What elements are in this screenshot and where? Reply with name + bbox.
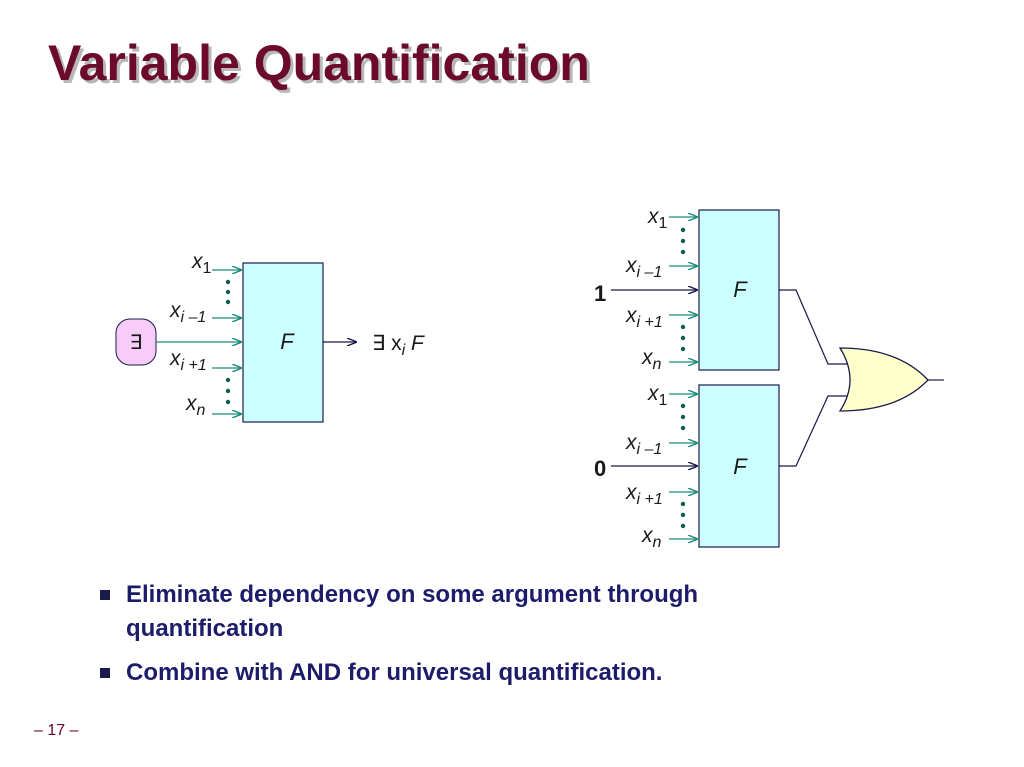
page-number: – 17 –: [34, 722, 79, 739]
left-diagram: ∃ F x1 xi –1 xi +1 xn ∃ xi F: [115, 250, 425, 423]
function-label-top: F: [733, 277, 748, 302]
bullet-square-icon: [100, 668, 110, 678]
bottom-label-x1: x1: [647, 382, 668, 409]
right-diagram: F x1 xi –1 1 xi +1 xn F x1: [594, 205, 944, 551]
input-label-xn: xn: [185, 392, 206, 419]
top-label-xi-plus: xi +1: [625, 304, 663, 331]
function-label: F: [280, 329, 295, 354]
ellipsis-dots-lower: [225, 377, 231, 405]
output-label: ∃ xi F: [372, 332, 425, 359]
exists-symbol: ∃: [130, 332, 143, 354]
bullet-item: Eliminate dependency on some argument th…: [100, 578, 860, 646]
bullet-text: Combine with AND for universal quantific…: [126, 659, 663, 686]
input-label-x1: x1: [191, 250, 212, 277]
function-box-top: [698, 209, 780, 371]
slide-title: Variable Quantification: [48, 35, 590, 91]
wire-bottom-to-gate: [779, 395, 848, 467]
bottom-label-xn: xn: [641, 524, 662, 551]
bullet-list: Eliminate dependency on some argument th…: [100, 578, 860, 700]
top-label-xi-minus: xi –1: [625, 254, 662, 281]
input-label-xi-minus: xi –1: [169, 299, 206, 326]
top-constant: 1: [594, 281, 606, 306]
bottom-dots-lower: [680, 501, 686, 529]
input-label-xi-plus: xi +1: [169, 347, 207, 374]
function-box-bottom: [698, 384, 780, 548]
bullet-square-icon: [100, 590, 110, 600]
ellipsis-dots-upper: [225, 279, 231, 305]
bottom-constant: 0: [594, 456, 606, 481]
title-block: Variable Quantification: [48, 34, 590, 92]
bottom-label-xi-minus: xi –1: [625, 431, 662, 458]
wire-top-to-gate: [779, 289, 848, 365]
top-dots-upper: [680, 227, 686, 255]
top-label-xn: xn: [641, 346, 662, 373]
bullet-text: Eliminate dependency on some argument th…: [126, 581, 699, 642]
bottom-label-xi-plus: xi +1: [625, 481, 663, 508]
function-label-bottom: F: [733, 454, 748, 479]
bullet-item: Combine with AND for universal quantific…: [100, 656, 860, 690]
top-dots-lower: [680, 324, 686, 352]
top-label-x1: x1: [647, 205, 668, 232]
or-gate: [838, 347, 929, 412]
bottom-dots-upper: [680, 403, 686, 431]
